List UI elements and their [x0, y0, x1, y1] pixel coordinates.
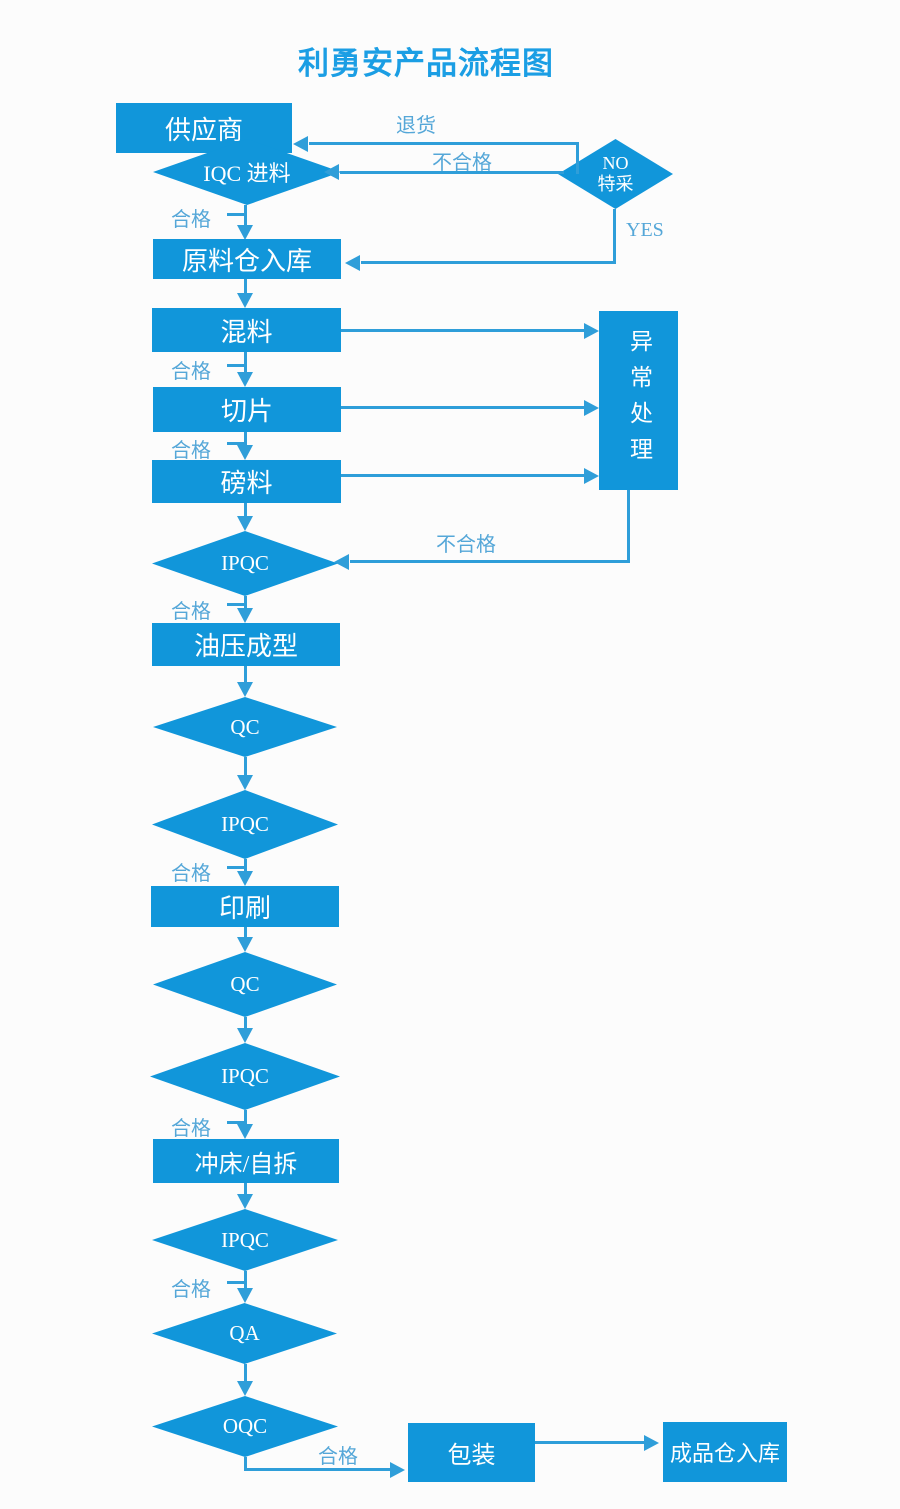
edge-label-pass-ipqc3: 合格 — [171, 1118, 211, 1140]
decision-special-line1: NO — [602, 153, 629, 174]
arrowhead-iqc-raw — [237, 225, 253, 240]
decision-special-line2: 特采 — [597, 174, 634, 194]
node-raw-warehouse: 原料仓入库 — [153, 239, 341, 279]
connector-oqc-drop — [244, 1457, 247, 1471]
node-slicing: 切片 — [153, 387, 341, 432]
arrowhead-oqc-packing — [390, 1462, 405, 1478]
tick-pass-ipqc2 — [227, 866, 244, 869]
edge-label-pass-ipqc2: 合格 — [171, 863, 211, 885]
connector-mixing-exception — [341, 329, 585, 332]
decision-ipqc-2: IPQC — [152, 790, 338, 859]
decision-qc-2: QC — [153, 952, 337, 1017]
arrowhead-printing-qc2 — [237, 937, 253, 952]
arrowhead-qc2-ipqc3 — [237, 1028, 253, 1043]
connector-printing-qc2 — [244, 927, 247, 938]
arrowhead-raw-mixing — [237, 293, 253, 308]
arrowhead-ipqc4-qa — [237, 1288, 253, 1303]
tick-pass-iqc — [227, 213, 244, 216]
decision-qc-1: QC — [153, 697, 337, 757]
decision-qa: QA — [152, 1303, 337, 1364]
connector-raw-mixing — [244, 279, 247, 294]
arrowhead-ipqc1-hydraulic — [237, 608, 253, 623]
node-exception-handling: 异常处理 — [599, 311, 678, 490]
edge-label-pass-mixing: 合格 — [171, 361, 211, 383]
node-mixing: 混料 — [152, 308, 341, 352]
edge-label-fail-top: 不合格 — [432, 152, 492, 174]
connector-slicing-weighing — [244, 432, 247, 446]
arrowhead-ipqc3-punching — [237, 1124, 253, 1139]
connector-punching-ipqc4 — [244, 1183, 247, 1195]
arrowhead-packing-finished — [644, 1435, 659, 1451]
edge-label-yes: YES — [626, 219, 664, 241]
edge-label-pass-ipqc4: 合格 — [171, 1279, 211, 1301]
connector-fail-top — [340, 171, 564, 174]
arrowhead-qa-oqc — [237, 1381, 253, 1396]
tick-pass-ipqc3 — [227, 1121, 244, 1124]
decision-ipqc-4: IPQC — [152, 1209, 338, 1271]
node-printing: 印刷 — [151, 886, 339, 927]
connector-ipqc4-qa — [244, 1271, 247, 1289]
decision-oqc: OQC — [152, 1396, 338, 1457]
node-finished-warehouse: 成品仓入库 — [663, 1422, 787, 1482]
arrowhead-qc1-ipqc2 — [237, 775, 253, 790]
connector-ipqc2-printing — [244, 859, 247, 872]
connector-mixing-slicing — [244, 352, 247, 373]
edge-label-pass-slicing: 合格 — [171, 440, 211, 462]
tick-pass-ipqc4 — [227, 1281, 244, 1284]
arrowhead-weighing-ipqc1 — [237, 516, 253, 531]
arrowhead-mixing-exception — [584, 323, 599, 339]
connector-return-goods — [309, 142, 578, 145]
node-packing: 包装 — [408, 1423, 535, 1482]
edge-label-fail-ipqc1: 不合格 — [436, 534, 496, 556]
edge-label-return-goods: 退货 — [396, 115, 436, 137]
node-supplier: 供应商 — [116, 103, 292, 153]
page-title: 利勇安产品流程图 — [298, 46, 554, 81]
connector-fail-ipqc1-riser — [627, 490, 630, 563]
arrowhead-weighing-exception — [584, 468, 599, 484]
edge-label-pass-iqc: 合格 — [171, 209, 211, 231]
connector-oqc-packing — [245, 1468, 391, 1471]
connector-weighing-exception — [341, 474, 585, 477]
arrowhead-hydraulic-qc1 — [237, 682, 253, 697]
connector-qa-oqc — [244, 1364, 247, 1382]
arrowhead-fail-top — [324, 164, 339, 180]
connector-qc1-ipqc2 — [244, 757, 247, 776]
arrowhead-punching-ipqc4 — [237, 1194, 253, 1209]
arrowhead-mixing-slicing — [237, 372, 253, 387]
decision-ipqc-1: IPQC — [152, 531, 338, 596]
connector-fail-ipqc1 — [350, 560, 629, 563]
arrowhead-slicing-exception — [584, 400, 599, 416]
tick-pass-mixing — [227, 364, 244, 367]
connector-yes — [361, 261, 615, 264]
arrowhead-yes — [345, 255, 360, 271]
decision-ipqc-3: IPQC — [150, 1043, 340, 1110]
connector-qc2-ipqc3 — [244, 1017, 247, 1029]
connector-hydraulic-qc1 — [244, 666, 247, 683]
node-punching: 冲床/自拆 — [153, 1139, 339, 1183]
arrowhead-ipqc2-printing — [237, 871, 253, 886]
exception-vertical-text: 异常处理 — [626, 328, 652, 473]
connector-ipqc1-hydraulic — [244, 596, 247, 609]
edge-label-pass-ipqc1: 合格 — [171, 601, 211, 623]
node-weighing: 磅料 — [152, 460, 341, 503]
arrowhead-return-to-supplier — [293, 136, 308, 152]
connector-ipqc3-punching — [244, 1110, 247, 1125]
edge-label-pass-oqc: 合格 — [318, 1446, 358, 1468]
connector-return-goods-drop — [576, 142, 579, 174]
connector-yes-drop — [613, 209, 616, 264]
connector-iqc-raw — [244, 205, 247, 226]
node-hydraulic-molding: 油压成型 — [152, 623, 340, 666]
arrowhead-fail-ipqc1 — [334, 554, 349, 570]
connector-weighing-ipqc1 — [244, 503, 247, 517]
arrowhead-slicing-weighing — [237, 445, 253, 460]
connector-slicing-exception — [341, 406, 585, 409]
tick-pass-ipqc1 — [227, 603, 244, 606]
tick-pass-slicing — [227, 442, 244, 445]
connector-packing-finished — [535, 1441, 645, 1444]
